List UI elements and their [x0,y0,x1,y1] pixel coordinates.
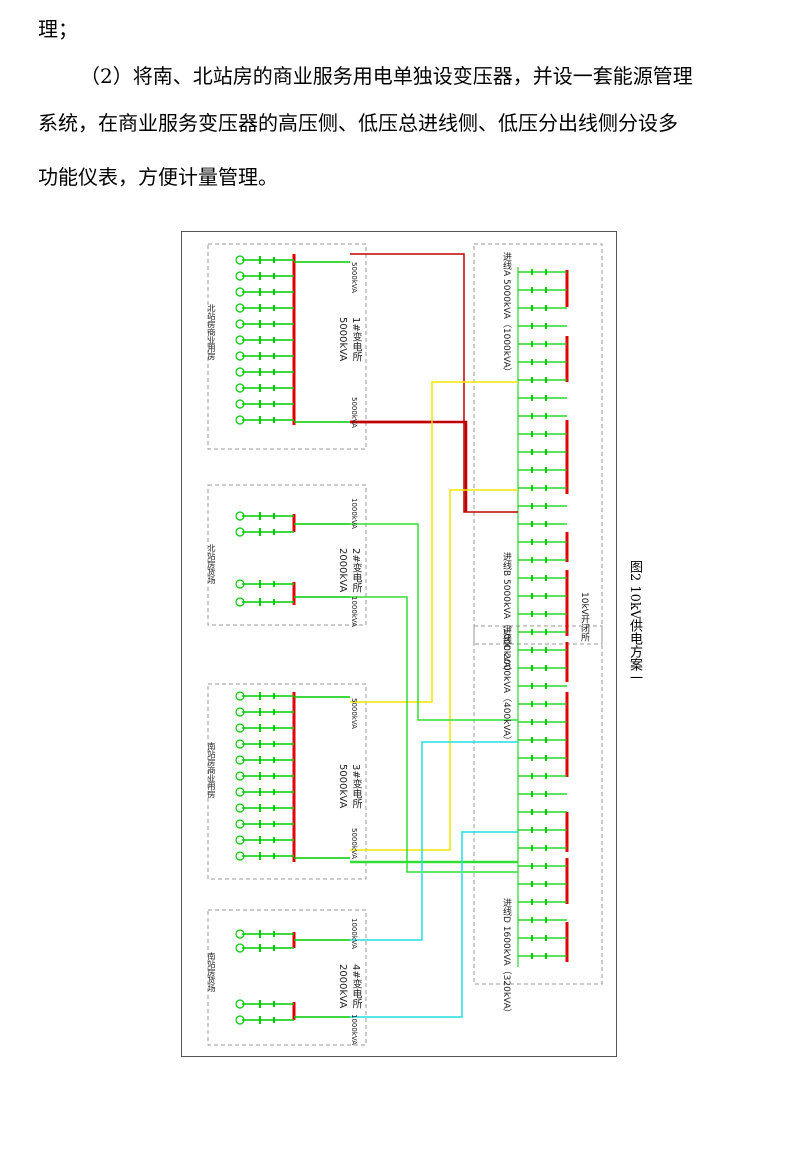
source-d-label: 进线D 1600kVA（320kVA） [501,898,511,1018]
substation-2-tag-top: 1000kVA [350,498,358,529]
sub3-meter-1 [235,707,245,717]
room-4-boundary [207,909,367,1046]
text-line-2: （2）将南、北站房的商业服务用电单独设变压器，并设一套能源管理 [80,64,693,88]
figure-caption: 图2 10kV供电方案一 [627,560,642,685]
sub1-meter-1 [235,271,245,281]
substation-2-area: 北站房货场 [207,544,216,584]
cable-red-2 [350,420,468,512]
text-line-4: 功能仪表，方便计量管理。 [38,165,278,189]
cable-cyan-2 [350,831,518,1018]
source-b-label: 进线B 5000kVA（1000kVA） [501,552,511,677]
sub3-meter-10 [235,851,245,861]
room-1-boundary [207,243,367,450]
substation-4-tag-bottom: 1000kVA [350,1014,358,1045]
single-line-diagram: 进线A 5000kVA（1000kVA） 进线B 5000kVA（1000kVA… [181,231,617,1057]
sub4b-meter-0 [235,999,245,1009]
sub2a-meter-0 [235,511,245,521]
switchroom-upper-boundary [473,243,603,645]
substation-1-tag-top: 5000kVA [350,262,358,293]
substation-1-label: 1#变电所 5000kVA [337,317,361,362]
sub1-meter-9 [235,399,245,409]
substation-1-tag-bottom: 5000kVA [350,397,358,428]
sub3-meter-5 [235,771,245,781]
substation-4-area: 南站房货场 [207,952,216,992]
switching-station-label: 10kV开闭所 [579,592,589,642]
sub3-meter-7 [235,803,245,813]
substation-4-label: 4#变电所 2000kVA [337,964,361,1009]
substation-3-tag-top: 5000kVA [350,698,358,729]
substation-3-area: 南站房商业用房 [207,742,216,798]
room-2-boundary [207,484,367,626]
sub1-meter-2 [235,287,245,297]
cable-green-1 [350,523,518,721]
substation-3-label: 3#变电所 5000kVA [337,764,361,809]
substation-2-label: 2#变电所 2000kVA [337,548,361,593]
sub1-meter-5 [235,335,245,345]
cable-yellow-1 [350,381,518,703]
cable-yellow-2 [350,489,518,851]
cable-cyan-1 [350,741,518,941]
sub3-meter-0 [235,691,245,701]
sub1-meter-10 [235,415,245,425]
cable-green-2 [350,596,518,873]
sub1-meter-3 [235,303,245,313]
sub3-meter-9 [235,835,245,845]
diagram-canvas [207,243,603,1046]
sub3-meter-4 [235,755,245,765]
source-c-label: 进线C 2000kVA（400kVA） [501,626,511,746]
substation-4-tag-top: 1000kVA [350,918,358,949]
sub3-meter-2 [235,723,245,733]
sub4a-meter-0 [235,929,245,939]
sub1-meter-4 [235,319,245,329]
room-3-boundary [207,683,367,880]
sub1-meter-0 [235,255,245,265]
sub1-meter-6 [235,351,245,361]
cable-red-1 [350,253,518,513]
substation-3-tag-bottom: 5000kVA [350,828,358,859]
sub2a-meter-1 [235,527,245,537]
text-line-3: 系统，在商业服务变压器的高压侧、低压总进线侧、低压分出线侧分设多 [38,111,678,135]
switchroom-lower-boundary [473,625,603,985]
sub1-meter-7 [235,367,245,377]
source-a-label: 进线A 5000kVA（1000kVA） [501,252,511,377]
sub2b-meter-1 [235,597,245,607]
substation-2-tag-bottom: 1000kVA [350,596,358,627]
sub2b-meter-0 [235,579,245,589]
sub3-meter-6 [235,787,245,797]
text-line-1: 理； [38,17,78,41]
sub1-meter-8 [235,383,245,393]
sub4b-meter-1 [235,1015,245,1025]
substation-1-area: 北站房商业用房 [207,304,216,360]
sub4a-meter-1 [235,943,245,953]
sub3-meter-8 [235,819,245,829]
sub3-meter-3 [235,739,245,749]
